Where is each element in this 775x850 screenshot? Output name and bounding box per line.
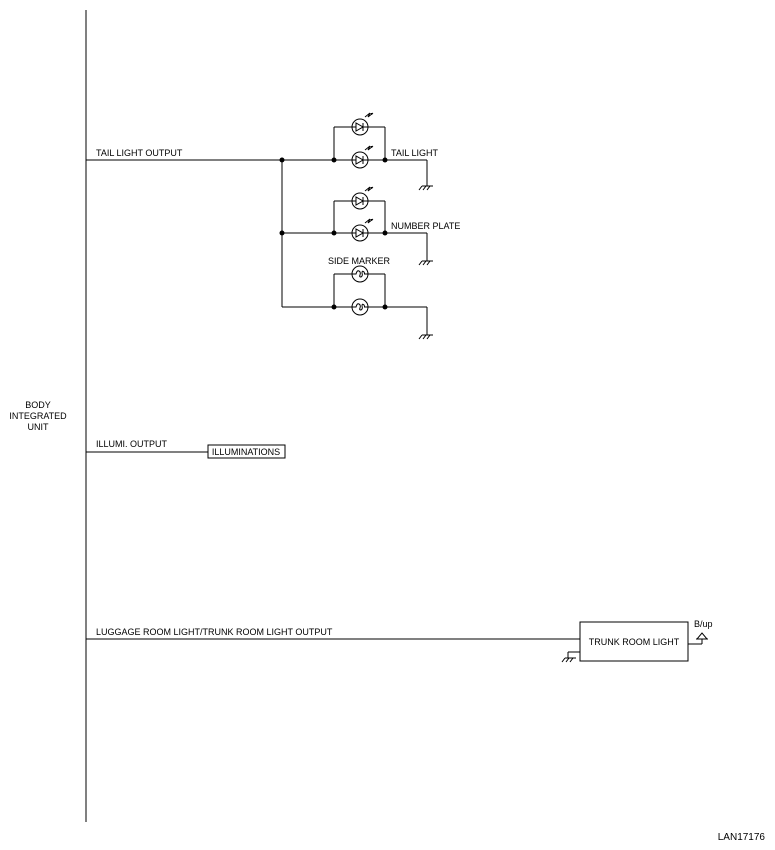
bulb-icon <box>351 265 369 283</box>
ground-icon <box>418 185 434 191</box>
illuminations-box <box>207 444 286 459</box>
marker-left-dot <box>331 304 337 310</box>
ground-icon <box>418 260 434 266</box>
led-icon <box>351 218 374 242</box>
led-icon <box>351 145 374 169</box>
ground-icon <box>418 334 434 340</box>
backup-label: B/up <box>694 619 713 629</box>
illumi-output-label: ILLUMI. OUTPUT <box>96 439 168 449</box>
side-marker-label: SIDE MARKER <box>328 256 391 266</box>
unit-label-line3: UNIT <box>28 422 49 432</box>
unit-label-line1: BODY <box>25 400 51 410</box>
number-plate-label: NUMBER PLATE <box>391 221 460 231</box>
bulb-icon <box>351 298 369 316</box>
luggage-output-label: LUGGAGE ROOM LIGHT/TRUNK ROOM LIGHT OUTP… <box>96 627 333 637</box>
fuse-icon <box>695 632 709 640</box>
tail-light-output-label: TAIL LIGHT OUTPUT <box>96 148 183 158</box>
figure-id: LAN17176 <box>718 832 766 843</box>
tail-light-label: TAIL LIGHT <box>391 148 439 158</box>
led-icon <box>351 186 374 210</box>
unit-label-line2: INTEGRATED <box>9 411 67 421</box>
plate-left-dot <box>331 230 337 236</box>
trunk-room-light-label: TRUNK ROOM LIGHT <box>589 637 680 647</box>
ground-icon <box>561 657 577 663</box>
led-icon <box>351 112 374 136</box>
illuminations-label: ILLUMINATIONS <box>212 447 280 457</box>
trunk-room-light-box <box>579 621 689 662</box>
tail-left-dot <box>331 157 337 163</box>
